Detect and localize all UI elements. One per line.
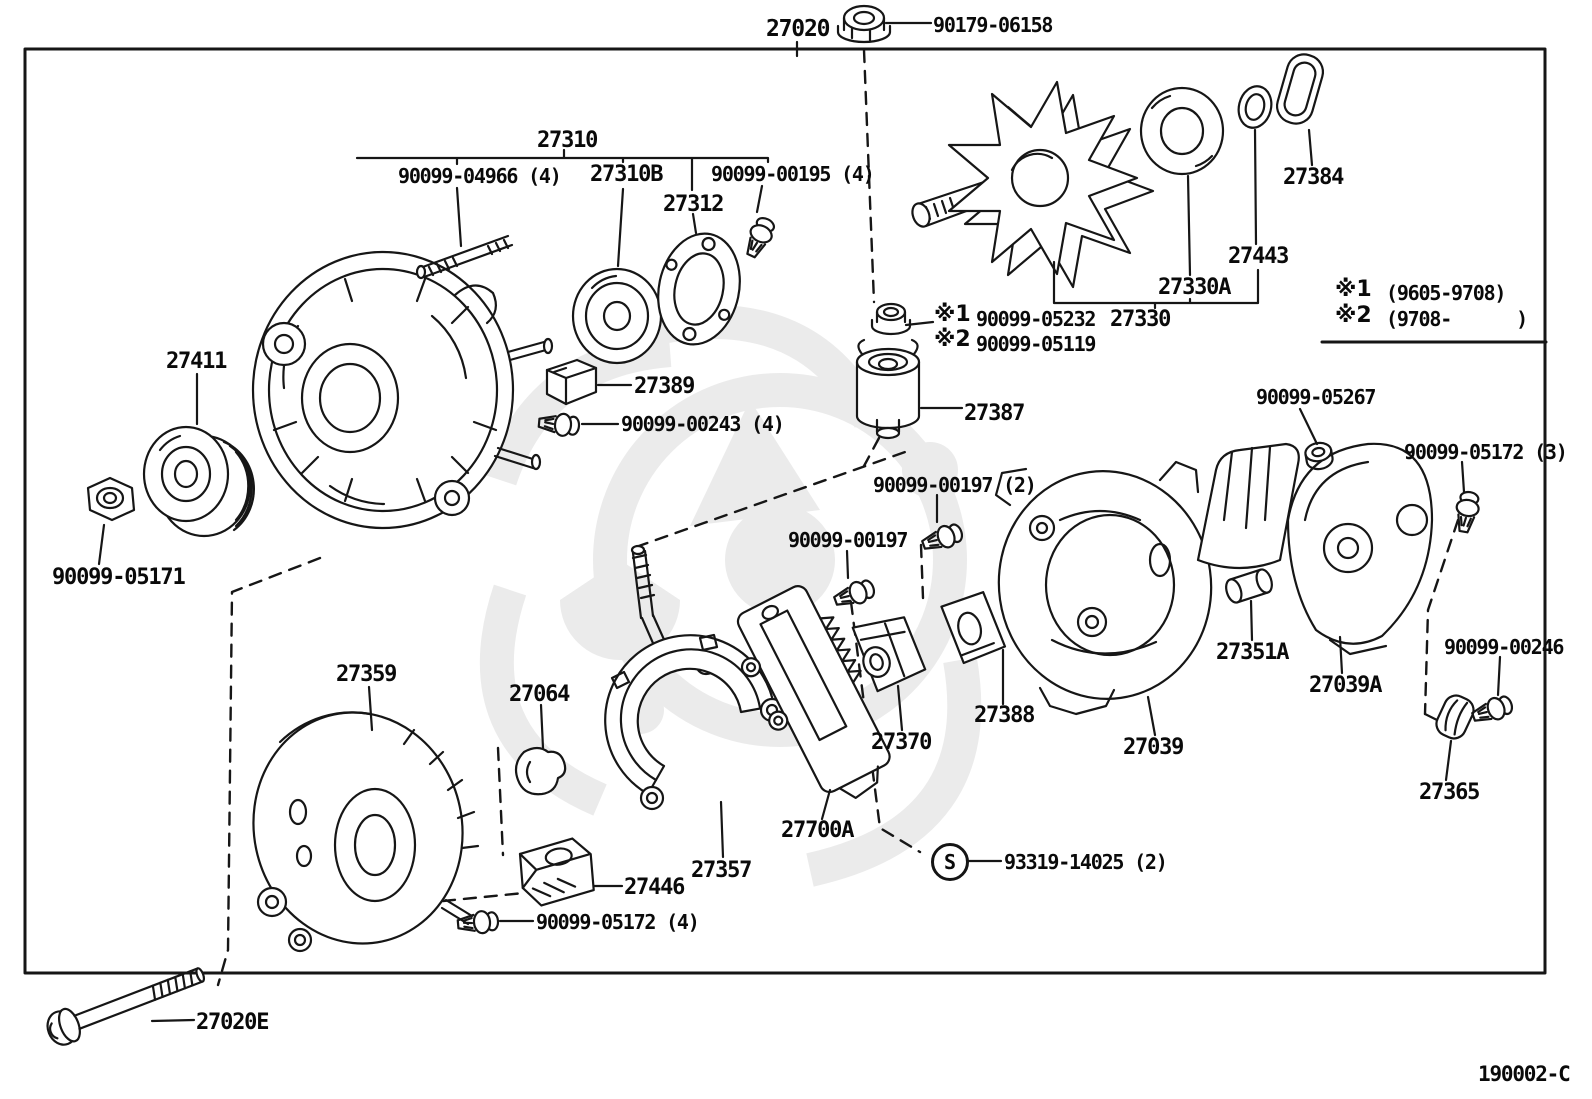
sleeve-drawing xyxy=(1225,568,1273,604)
retainer-plate-drawing xyxy=(657,232,741,346)
end-cover-27384-drawing xyxy=(1275,53,1325,125)
pulley-drawing xyxy=(142,425,255,538)
callout-group-27310: 27310 xyxy=(537,128,598,153)
callout-screw-90099-00197: 90099-00197 xyxy=(788,528,908,552)
brush-holder-drawing xyxy=(851,616,927,693)
insulator-27387-drawing xyxy=(855,338,921,440)
screw-05172x3-drawing xyxy=(1455,490,1480,534)
screw-05172x4-drawing xyxy=(456,910,500,935)
holder-27388-drawing xyxy=(940,591,1007,665)
bearing-cover-drawing xyxy=(1237,85,1273,129)
callout-holder-27388: 27388 xyxy=(974,703,1035,728)
s-marker-letter: S xyxy=(943,850,957,874)
front-bearing-drawing xyxy=(571,267,663,365)
screw-00195-drawing xyxy=(746,217,776,259)
callout-insulator-27387: 27387 xyxy=(964,401,1025,426)
callout-clamp-27365: 27365 xyxy=(1419,780,1480,805)
note2-range: (9708- ) xyxy=(1386,307,1528,331)
callout-rotor-27330: 27330 xyxy=(1110,307,1171,332)
frame-27039-drawing xyxy=(994,460,1213,716)
callout-brush-27370: 27370 xyxy=(871,730,932,755)
rectifier-drawing xyxy=(736,585,891,799)
callout-screw-90099-00246: 90099-00246 xyxy=(1444,635,1564,659)
s-marker: S xyxy=(931,843,969,881)
screw-00246-drawing xyxy=(1471,695,1514,722)
through-bolt-drawing xyxy=(46,967,206,1046)
callout-nut-90179-06158: 90179-06158 xyxy=(933,13,1053,37)
callout-screw-90099-00243: 90099-00243 (4) xyxy=(621,412,785,436)
front-housing-drawing xyxy=(251,250,554,530)
leader-lines xyxy=(97,21,1548,1023)
callout-cover-27384: 27384 xyxy=(1283,165,1344,190)
rear-bearing-drawing xyxy=(1139,86,1225,176)
callout-screw-90099-05172-4: 90099-05172 (4) xyxy=(536,910,700,934)
rotor-drawing xyxy=(911,80,1155,289)
screw-00197x2-drawing xyxy=(921,523,964,550)
callout-screw-90099-00197-2: 90099-00197 (2) xyxy=(873,473,1037,497)
callout-frame-27359: 27359 xyxy=(336,662,397,687)
note2-mark: ※2 xyxy=(1335,303,1372,328)
pulley-nut-drawing xyxy=(86,476,136,522)
callout-bearing-27330A: 27330A xyxy=(1158,275,1231,300)
callout-bearing-27310B: 27310B xyxy=(590,162,663,187)
border-frame xyxy=(23,47,1547,975)
insulator-27064-drawing xyxy=(514,746,567,796)
callout-nut-90099-05119: 90099-05119 xyxy=(976,332,1096,356)
screw-00243-drawing xyxy=(537,412,581,437)
retainer-27357-drawing xyxy=(604,633,785,811)
callout-screw-93319-14025: 93319-14025 (2) xyxy=(1004,850,1168,874)
rear-cover-drawing xyxy=(1196,442,1434,656)
callout-nut-90099-05232: 90099-05232 xyxy=(976,307,1096,331)
cover-27389-drawing xyxy=(545,358,598,406)
callout-bolt-27020E: 27020E xyxy=(196,1010,269,1035)
part-drawings xyxy=(46,4,1514,1046)
top-nut-drawing xyxy=(836,4,892,44)
callout-nut-90099-05171: 90099-05171 xyxy=(52,565,186,590)
callout-cover-27039A: 27039A xyxy=(1309,673,1382,698)
callout-screw-90099-05172-3: 90099-05172 (3) xyxy=(1404,440,1568,464)
drawing-code: 190002-C xyxy=(1478,1062,1571,1086)
callout-screw-90099-00195: 90099-00195 (4) xyxy=(711,162,875,186)
callout-nut-90099-05267: 90099-05267 xyxy=(1256,385,1376,409)
callout-sleeve-27351A: 27351A xyxy=(1216,640,1289,665)
insulator-27446-drawing xyxy=(518,837,595,907)
ref2-mark: ※2 xyxy=(934,327,971,352)
ref1-mark: ※1 xyxy=(934,302,971,327)
callout-rectifier-27700A: 27700A xyxy=(781,818,854,843)
ref-bushing-drawing xyxy=(870,302,912,336)
note1-range: (9605-9708) xyxy=(1386,281,1506,305)
clamp-drawing xyxy=(1435,694,1475,740)
callout-cover-27389: 27389 xyxy=(634,374,695,399)
callout-insulator-27446: 27446 xyxy=(624,875,685,900)
frame-27359-drawing xyxy=(252,711,480,953)
callout-frame-27039: 27039 xyxy=(1123,735,1184,760)
dashed-alignment-lines xyxy=(216,48,1460,987)
note1-mark: ※1 xyxy=(1335,277,1372,302)
screw-00197-drawing xyxy=(833,579,876,606)
callout-stud-90099-04966: 90099-04966 (4) xyxy=(398,164,562,188)
callout-plate-27312: 27312 xyxy=(663,192,724,217)
callout-cover-27443: 27443 xyxy=(1228,244,1289,269)
callout-insulator-27064: 27064 xyxy=(509,682,570,707)
stud-bolt-drawing xyxy=(415,234,514,280)
callout-assembly-27020: 27020 xyxy=(766,16,830,42)
callout-retainer-27357: 27357 xyxy=(691,858,752,883)
callout-pulley-27411: 27411 xyxy=(166,349,227,374)
